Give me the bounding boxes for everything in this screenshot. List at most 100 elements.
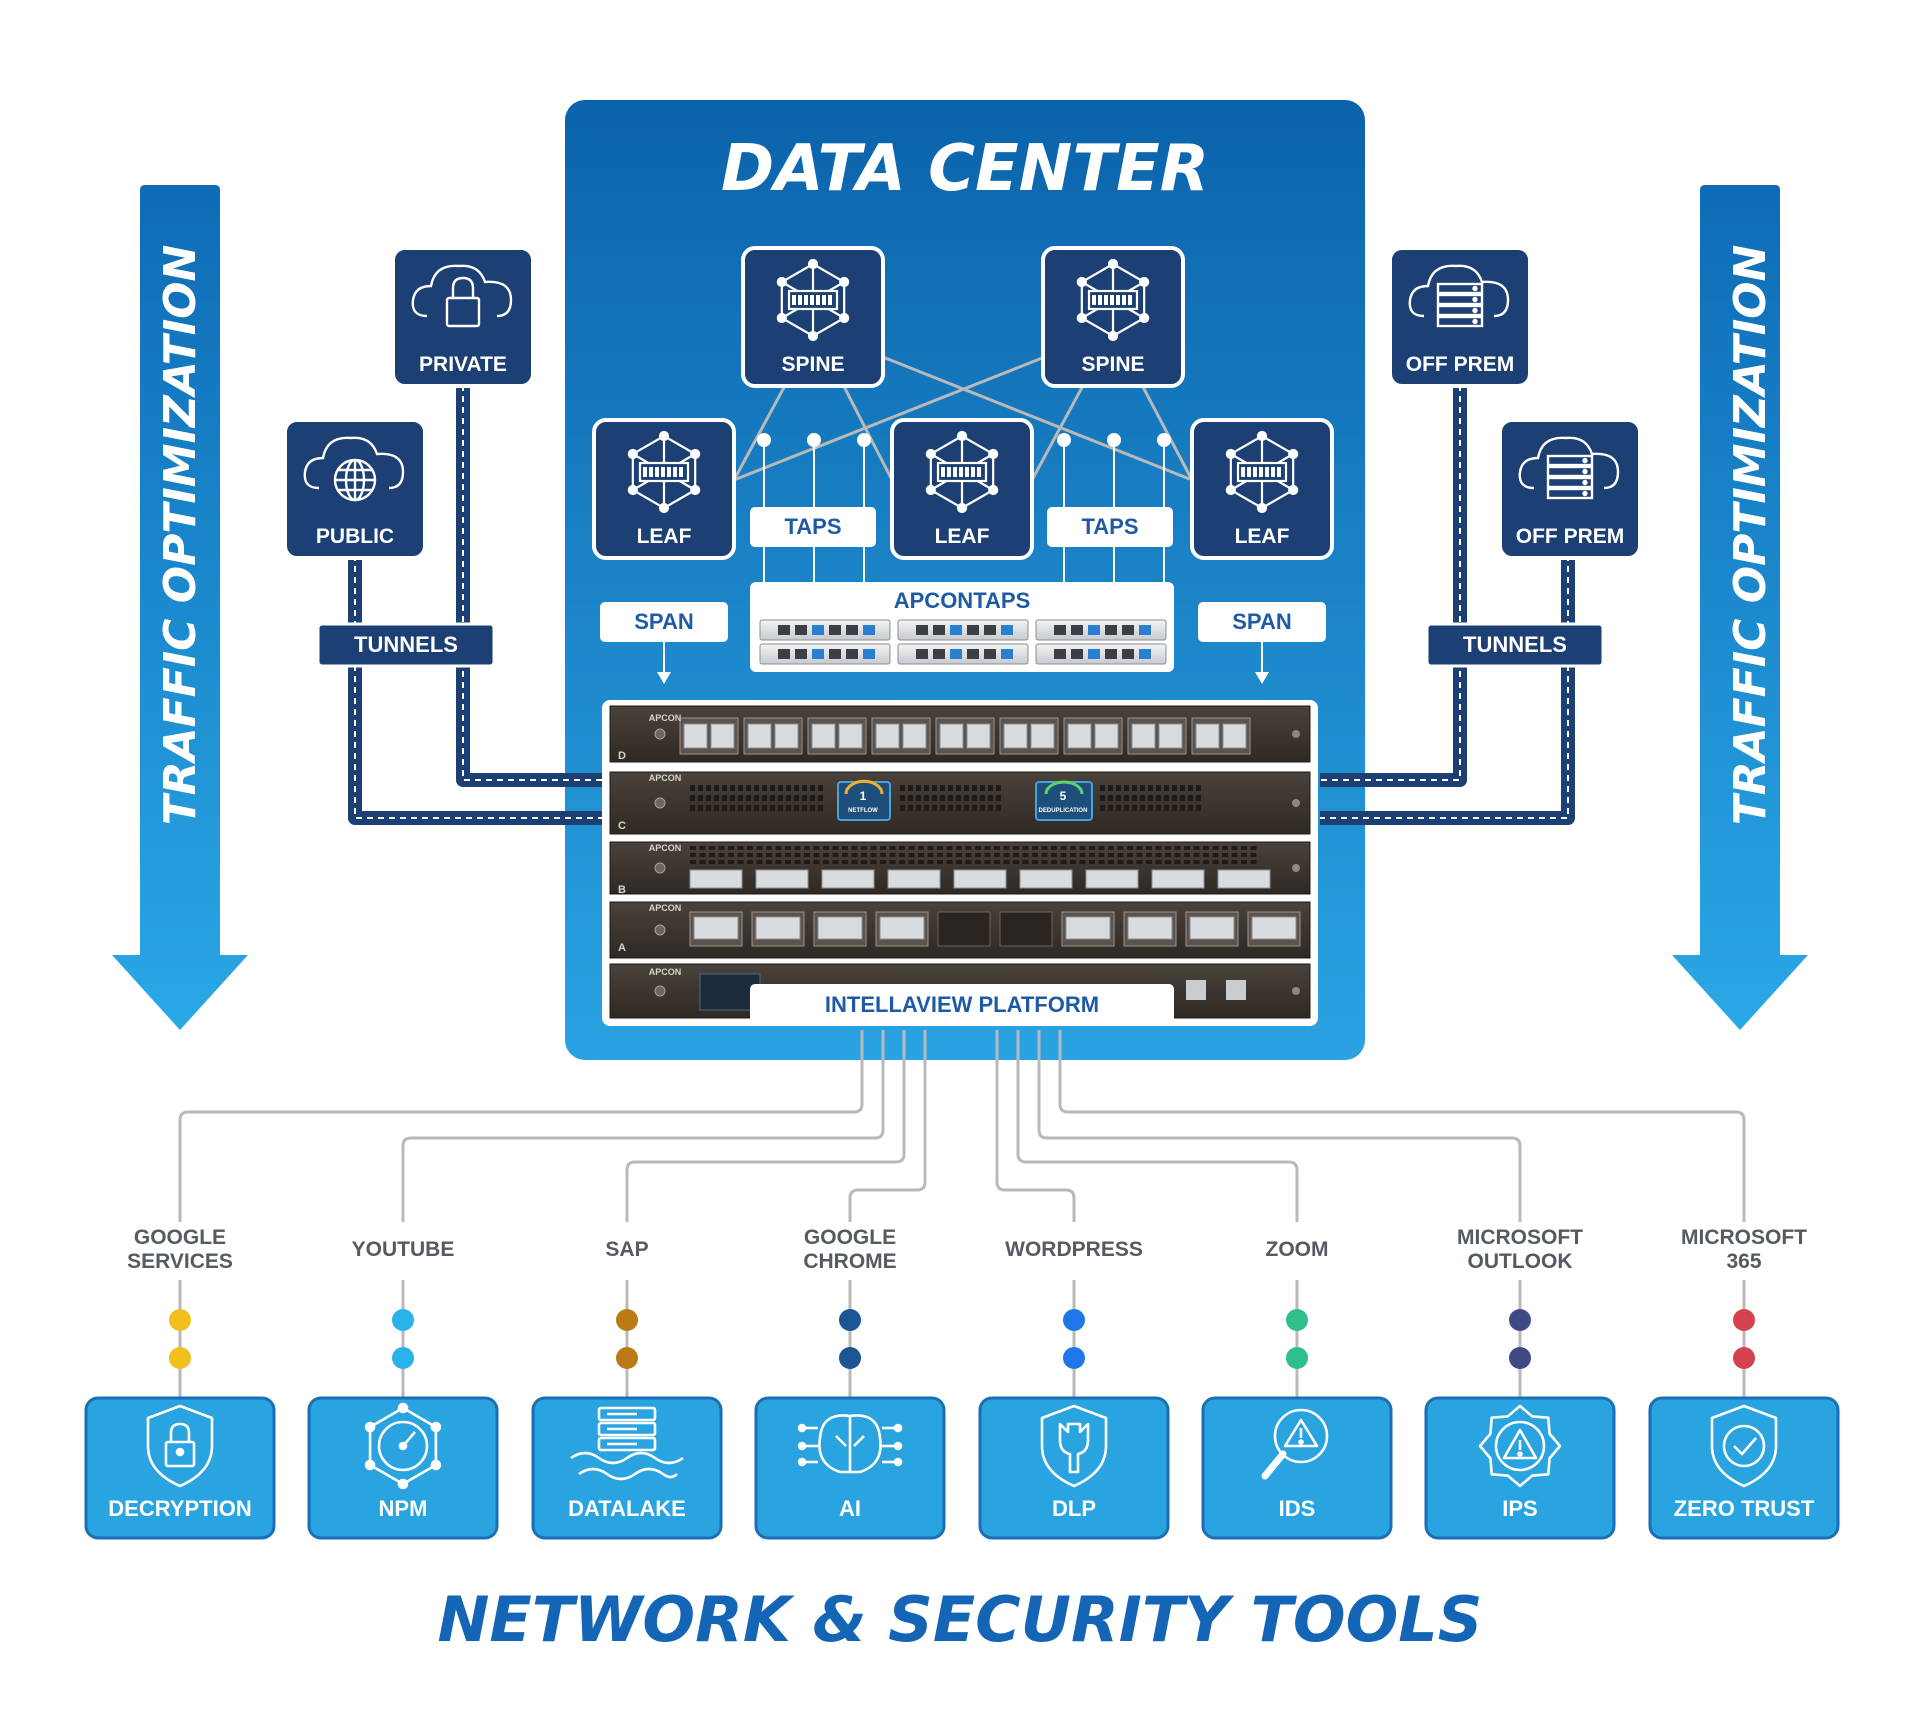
rack-vent	[730, 785, 735, 791]
rack-mesh	[1117, 846, 1124, 850]
app-dot-lower-5	[1286, 1347, 1308, 1369]
rack-port	[747, 723, 772, 749]
rack-vent	[1132, 785, 1137, 791]
rack-port	[774, 723, 799, 749]
rack-vent	[1100, 805, 1105, 811]
rack-mesh	[737, 860, 744, 864]
tap-port	[829, 649, 841, 659]
app-dot-lower-3	[839, 1347, 861, 1369]
tap-port	[916, 649, 928, 659]
rack-mesh	[1051, 860, 1057, 864]
rack-mesh	[908, 860, 915, 864]
rack-mesh	[899, 860, 905, 864]
rack-mesh	[1051, 846, 1057, 850]
rack-mesh	[813, 846, 820, 850]
rack-brand-b: APCON	[648, 842, 682, 853]
rack-vent	[1116, 805, 1121, 811]
rack-vent	[722, 795, 727, 801]
rack-mesh	[1098, 853, 1105, 857]
rack-vent	[1116, 795, 1121, 801]
rack-vent	[802, 805, 807, 811]
rack-mesh	[785, 853, 791, 857]
rack-mesh	[956, 846, 962, 850]
rack-mesh	[1022, 853, 1029, 857]
rack-port-empty	[937, 911, 991, 947]
rack-vent	[698, 805, 703, 811]
rack-mesh	[937, 853, 943, 857]
rack-mesh	[1212, 860, 1219, 864]
tap-port	[1071, 625, 1083, 635]
rack-mesh	[1165, 846, 1171, 850]
tool-label-npm: NPM	[378, 1496, 428, 1522]
tunnel-pipe-offprem-top	[1320, 385, 1467, 787]
rack-mesh	[927, 860, 934, 864]
rack-mesh	[1060, 860, 1067, 864]
rack-mesh	[1165, 860, 1171, 864]
rack-vent	[802, 785, 807, 791]
tap-port	[933, 649, 945, 659]
shield-check-icon	[1710, 1404, 1778, 1488]
rack-mesh	[1193, 860, 1200, 864]
tap-dot-5	[1157, 433, 1171, 447]
rack-mesh	[918, 860, 924, 864]
tunnels-left-box	[316, 622, 496, 668]
tool-box-6	[1424, 1396, 1616, 1540]
rack-mesh	[956, 853, 962, 857]
cloud-offprem-bottom-label: OFF PREM	[1515, 524, 1625, 548]
rack-mesh	[1041, 860, 1048, 864]
tools-layer	[84, 1030, 1840, 1540]
rack-mesh	[851, 846, 858, 850]
rack-screw	[1292, 864, 1300, 872]
span-arrowhead-left	[657, 672, 671, 684]
app-label-microsoft-outlook: MICROSOFT OUTLOOK	[1457, 1225, 1583, 1273]
tap-port	[984, 649, 996, 659]
rack-mesh	[1174, 860, 1181, 864]
rack-knob	[654, 862, 666, 874]
rack-mesh	[1060, 846, 1067, 850]
rack-vent	[810, 795, 815, 801]
rack-mesh	[842, 860, 848, 864]
network-switch-icon	[1076, 258, 1150, 342]
rack-vent	[1156, 795, 1161, 801]
rack-vent	[948, 795, 953, 801]
rack-port	[1019, 869, 1073, 889]
rack-mesh	[813, 853, 820, 857]
rack-screw	[1292, 799, 1300, 807]
rack-mesh	[737, 846, 744, 850]
tap-port	[812, 625, 824, 635]
rack-knob	[654, 797, 666, 809]
span-arrowhead-right	[1255, 672, 1269, 684]
rack-mesh	[1079, 853, 1086, 857]
rack-mesh	[861, 860, 867, 864]
rack-mesh	[965, 853, 972, 857]
rack-mesh	[1098, 846, 1105, 850]
tap-port	[846, 649, 858, 659]
taps-left-box	[750, 507, 876, 547]
rack-mesh	[1003, 860, 1010, 864]
app-label-microsoft-365: MICROSOFT 365	[1681, 1225, 1807, 1273]
rack-vent	[818, 805, 823, 811]
page-title: DATA CENTER	[721, 132, 1209, 207]
rack-mesh	[1051, 853, 1057, 857]
rack-vent	[738, 785, 743, 791]
rack-mesh	[889, 846, 896, 850]
rack-vent	[964, 785, 969, 791]
rack-mesh	[918, 846, 924, 850]
app-label-google-chrome: GOOGLE CHROME	[803, 1225, 897, 1273]
rack-vent	[988, 795, 993, 801]
rack-vent	[956, 785, 961, 791]
rack-vent	[900, 805, 905, 811]
rack-mesh	[899, 853, 905, 857]
rack-vent	[1172, 785, 1177, 791]
span-right-label: SPAN	[1232, 609, 1292, 635]
netflow-label: NETFLOW	[848, 807, 878, 814]
rack-brand-c: APCON	[648, 772, 682, 783]
rack-mesh	[1127, 860, 1133, 864]
rack-port	[755, 869, 809, 889]
tool-connector-1	[401, 1030, 885, 1222]
tap-dot-2	[857, 433, 871, 447]
tap-port	[863, 625, 875, 635]
tool-connector-7	[1058, 1030, 1746, 1222]
rack-vent	[924, 805, 929, 811]
app-label-sap: SAP	[605, 1237, 649, 1261]
